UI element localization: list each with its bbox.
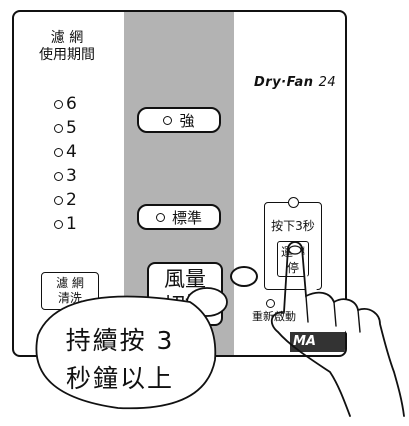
hand-knuckles — [305, 295, 361, 333]
callout-text: 持續按 3 秒鐘以上 — [40, 322, 200, 398]
filter-life-title: 濾 網 使用期間 — [32, 30, 102, 64]
logo-text: MA — [293, 334, 316, 349]
sensor-window — [230, 266, 258, 287]
filter-life-title-text: 濾 網 使用期間 — [39, 30, 95, 63]
level-row: 3 — [54, 164, 78, 188]
brand-number: 24 — [318, 75, 337, 90]
led-indicator-icon — [288, 197, 299, 208]
level-row: 5 — [54, 116, 78, 140]
led-indicator-icon — [54, 99, 63, 109]
strong-button[interactable]: 強 — [137, 107, 221, 133]
fingernail — [288, 245, 302, 255]
led-indicator-icon — [54, 195, 63, 205]
brand-logo: Dry·Fan 24 — [254, 75, 336, 90]
strong-label: 強 — [179, 111, 195, 130]
press3-label: 按下3秒 — [271, 219, 315, 233]
level-row: 2 — [54, 188, 78, 212]
led-indicator-icon — [155, 212, 165, 222]
brand-text: Dry·Fan — [254, 75, 314, 90]
led-indicator-icon — [54, 147, 63, 157]
hand-outline — [287, 241, 405, 417]
led-indicator-icon — [54, 123, 63, 133]
led-indicator-icon — [54, 219, 63, 229]
level-label: 2 — [66, 190, 78, 210]
level-row: 6 — [54, 92, 78, 116]
standard-button[interactable]: 標準 — [137, 204, 221, 230]
filter-clean-label: 濾 網 清洗 — [56, 276, 84, 305]
led-indicator-icon — [54, 171, 63, 181]
hand-palm-outline — [270, 247, 351, 417]
level-label: 1 — [66, 214, 78, 234]
manufacturer-logo: MA — [290, 332, 345, 352]
led-indicator-icon — [163, 115, 173, 125]
level-row: 4 — [54, 140, 78, 164]
restart-led-icon — [266, 299, 275, 308]
level-label: 5 — [66, 118, 78, 138]
level-row: 1 — [54, 212, 78, 236]
standard-label: 標準 — [171, 208, 202, 227]
level-label: 6 — [66, 94, 78, 114]
callout-text-content: 持續按 3 秒鐘以上 — [65, 326, 175, 393]
callout-shape — [35, 295, 217, 410]
level-label: 4 — [66, 142, 78, 162]
filter-level-list: 6 5 4 3 2 1 — [54, 92, 78, 236]
level-label: 3 — [66, 166, 78, 186]
